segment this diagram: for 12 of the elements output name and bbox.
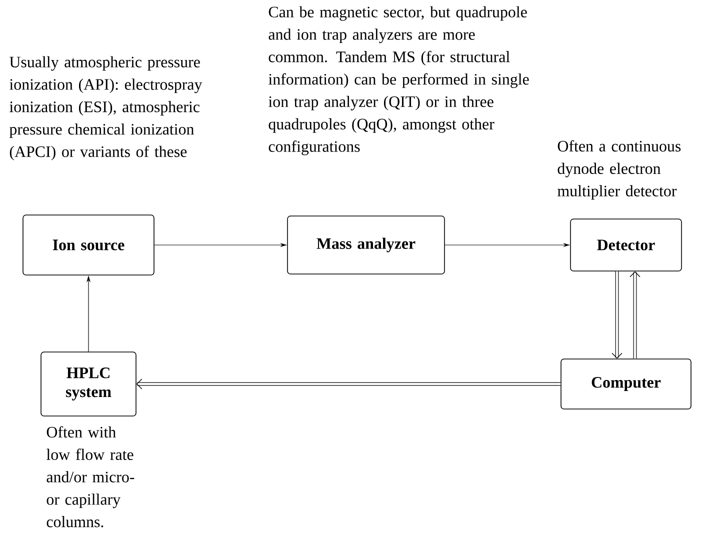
process-box: Ion source [22,214,154,276]
annotation-text: Often a continuous dynode electron multiplier detector [558,140,681,200]
arrow [136,378,561,390]
annotation-text: Often with low flow rate and/or micro- or capillary columns. [46,426,134,528]
process-box: Detector [570,218,682,272]
arrow [612,271,622,359]
process-box: HPLC system [40,352,136,416]
process-box: Computer [560,358,692,410]
annotation-text: Can be magnetic sector, but quadrupole and ion trap analyzers are more common. Tandem MS (for structural information) can be performed in single ion trap analyzer (QIT) or in three quadrupoles (QqQ), amongst other configurations [268,6,529,156]
process-box: Mass analyzer [287,216,445,274]
annotation-text: Usually atmospheric pressure ionization (API): electrospray ionization (ESI), atmospheric pressure chemical ionization (APCI) or variants of these [9,56,202,160]
arrow [630,271,640,359]
